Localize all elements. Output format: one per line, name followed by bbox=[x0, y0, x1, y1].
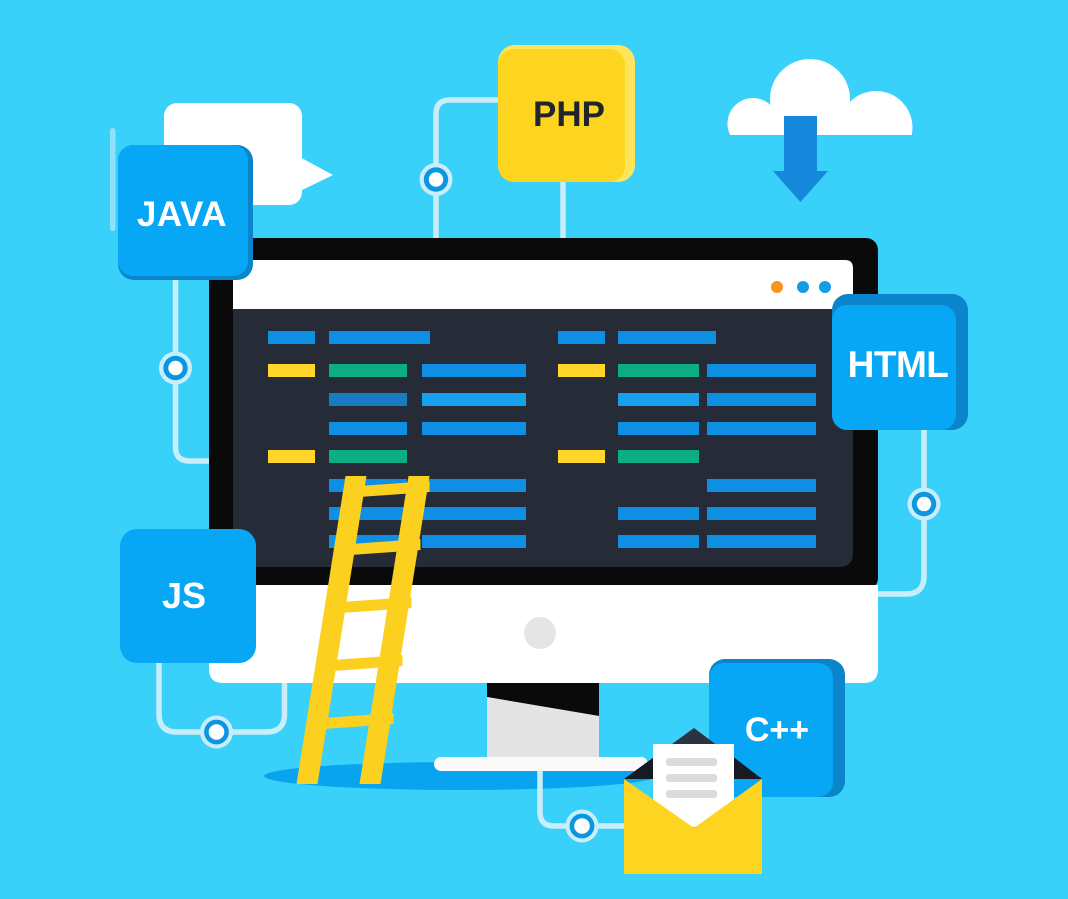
svg-text:JS: JS bbox=[162, 575, 206, 616]
svg-text:PHP: PHP bbox=[533, 95, 605, 134]
svg-text:C++: C++ bbox=[745, 711, 809, 749]
svg-text:JAVA: JAVA bbox=[137, 195, 227, 234]
svg-text:HTML: HTML bbox=[848, 344, 949, 385]
